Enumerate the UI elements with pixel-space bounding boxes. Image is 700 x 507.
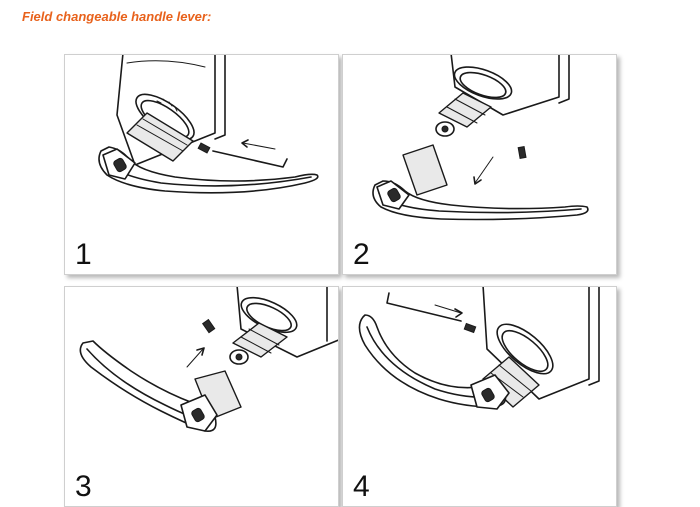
step-2-panel: 2 bbox=[342, 54, 617, 275]
step-3-panel: 3 bbox=[64, 286, 339, 507]
step-1-illustration bbox=[98, 55, 319, 194]
page-title: Field changeable handle lever: bbox=[22, 9, 212, 24]
step-2-illustration bbox=[372, 55, 589, 221]
step-number: 4 bbox=[353, 470, 370, 503]
step-3-illustration bbox=[79, 287, 338, 433]
step-number: 1 bbox=[75, 238, 92, 271]
step-number: 2 bbox=[353, 238, 370, 271]
step-1-panel: 1 bbox=[64, 54, 339, 275]
step-4-panel: 4 bbox=[342, 286, 617, 507]
step-number: 3 bbox=[75, 470, 92, 503]
step-4-illustration bbox=[358, 287, 600, 410]
